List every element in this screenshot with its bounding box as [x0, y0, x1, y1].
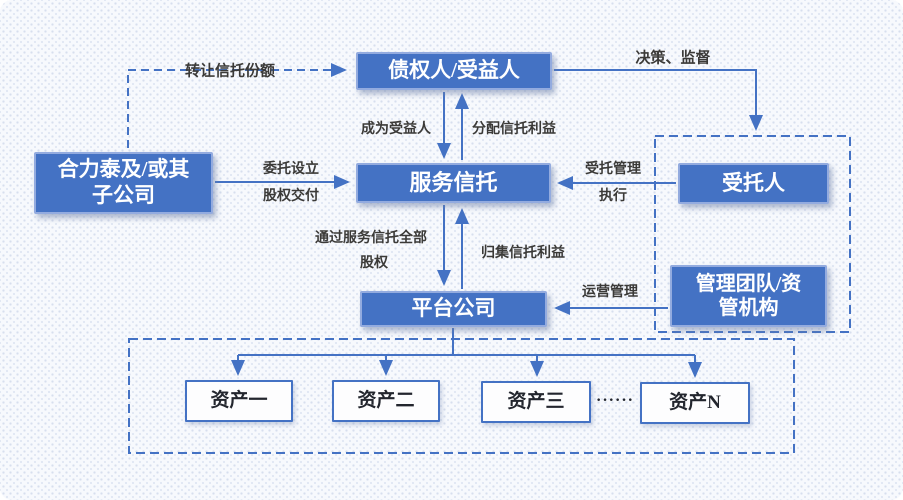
- edge-label-transfer-shares: 转让信托份额: [184, 63, 276, 80]
- edge-label-execution: 执行: [599, 189, 627, 204]
- node-service-trust: 服务信托: [356, 163, 551, 203]
- node-label: 服务信托: [409, 169, 498, 195]
- node-label: 受托人: [722, 170, 785, 195]
- edge-label-collect-benefits: 归集信托利益: [481, 246, 565, 261]
- assets-ellipsis: ······: [595, 392, 635, 409]
- edge-label-become-beneficiary: 成为受益人: [361, 122, 431, 137]
- edge-label-equity: 股权: [360, 256, 388, 271]
- node-label: 平台公司: [411, 296, 496, 321]
- node-label: 资产二: [357, 390, 415, 412]
- edge-label-distribute-benefits: 分配信托利益: [472, 122, 556, 137]
- node-label-line1: 合力泰及/或其: [57, 157, 190, 182]
- edge-label-equity-delivery: 股权交付: [263, 189, 319, 204]
- node-asset-1: 资产一: [185, 380, 293, 422]
- node-label-line2: 子公司: [92, 183, 155, 207]
- arrow-transfer-shares: [127, 63, 347, 148]
- arrow-decision-supervision: [554, 69, 763, 131]
- assets-group-dashed-border: [128, 338, 795, 454]
- node-trustee: 受托人: [678, 163, 829, 204]
- node-label: 资产一: [210, 390, 268, 412]
- edge-label-decision-supervision: 决策、监督: [635, 50, 711, 67]
- node-label: 债权人/受益人: [388, 58, 520, 83]
- node-label: 资产N: [669, 392, 721, 414]
- assets-tree-connector: [238, 328, 695, 356]
- edge-label-entrust-setup: 委托设立: [263, 162, 319, 177]
- node-label-line2: 管机构: [718, 297, 779, 319]
- node-parent-company: 合力泰及/或其 子公司: [34, 152, 213, 214]
- node-asset-n: 资产N: [640, 382, 750, 424]
- node-asset-3: 资产三: [481, 381, 591, 423]
- edge-label-entrusted-management: 受托管理: [585, 162, 641, 177]
- node-label-line1: 管理团队/资: [695, 272, 802, 295]
- edge-label-operation-management: 运营管理: [582, 285, 638, 300]
- node-label: 资产三: [507, 391, 565, 413]
- node-management-team: 管理团队/资 管机构: [670, 265, 827, 327]
- node-creditor-beneficiary: 债权人/受益人: [356, 52, 552, 90]
- node-platform-company: 平台公司: [360, 291, 547, 327]
- node-asset-2: 资产二: [332, 380, 440, 422]
- edge-label-through-trust-all: 通过服务信托全部: [315, 231, 427, 246]
